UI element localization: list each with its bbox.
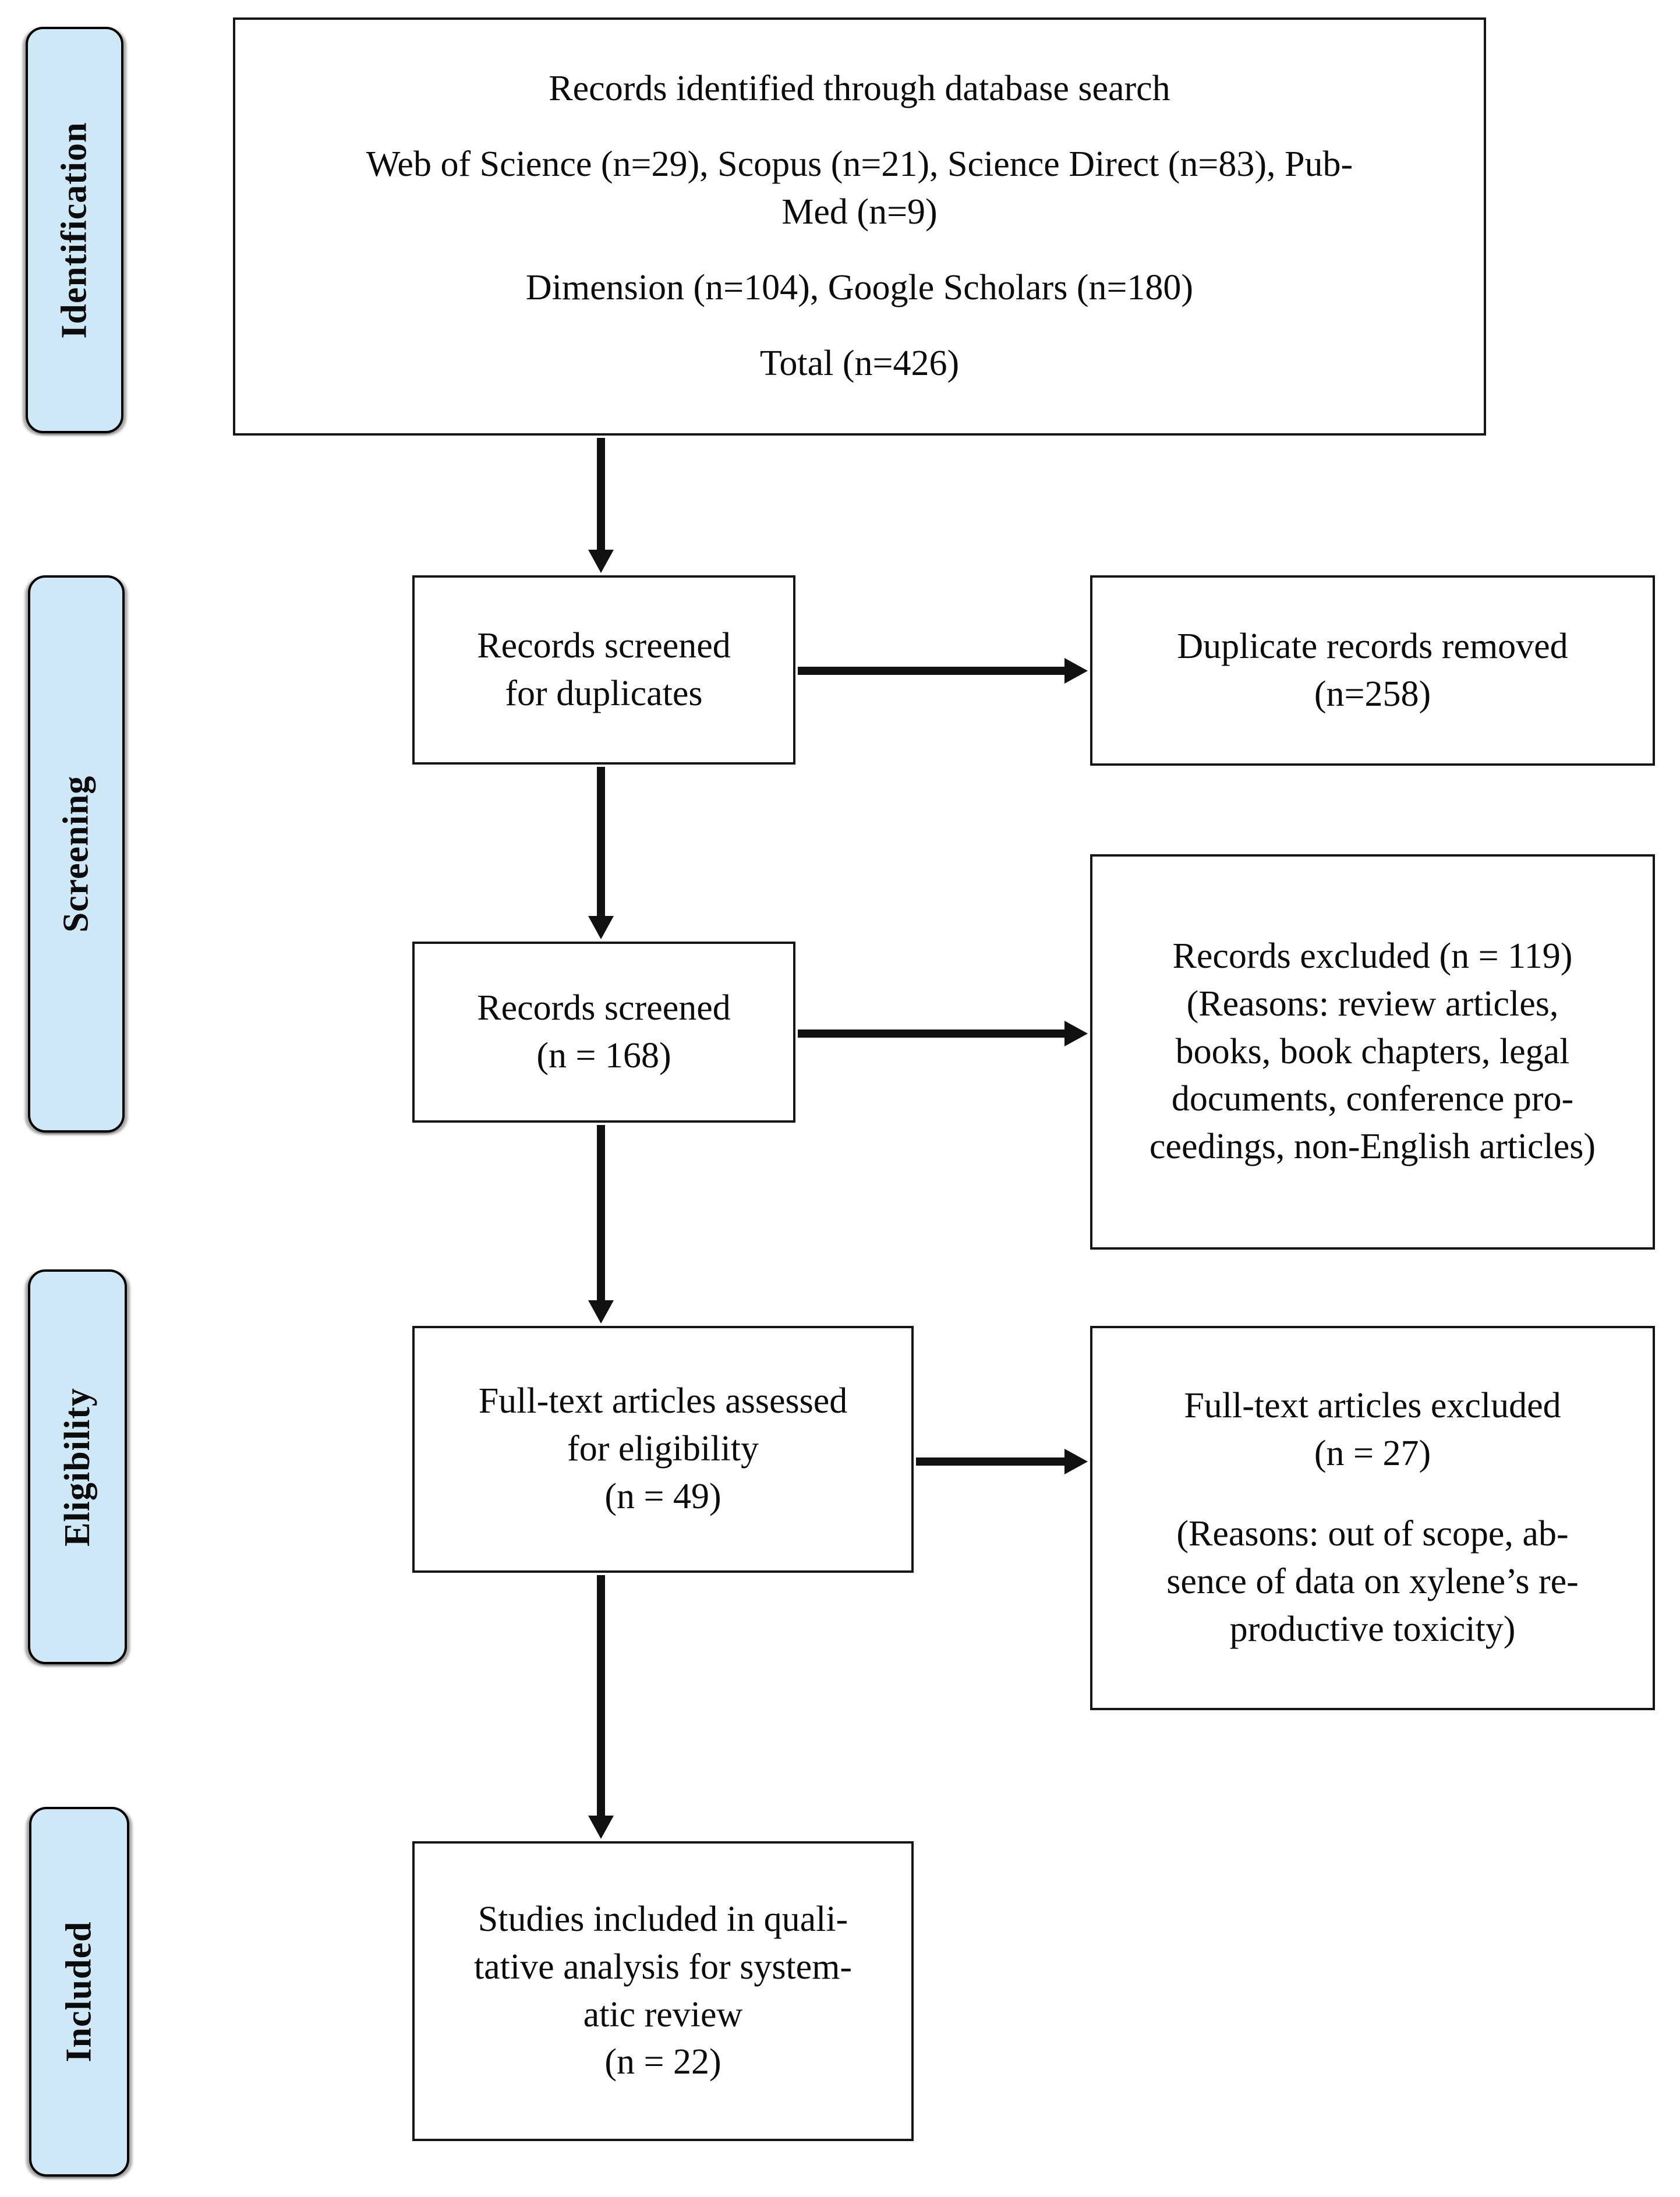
- flow-box-fulltext-excluded: Full-text articles excluded (n = 27) (Re…: [1090, 1326, 1655, 1710]
- arrowhead-down-icon: [588, 1300, 614, 1324]
- arrowhead-down-icon: [588, 1816, 614, 1839]
- fulltext-assessed-text: Full-text articles assessed for eligibil…: [478, 1381, 848, 1516]
- flow-box-records-identified: Records identified through database sear…: [233, 17, 1486, 436]
- stage-label-identification: Identification: [54, 121, 94, 339]
- fulltext-excluded-count: Full-text articles excluded (n = 27): [1184, 1386, 1561, 1474]
- flow-box-records-excluded: Records excluded (n = 119) (Reasons: rev…: [1090, 854, 1655, 1250]
- records-screened-text: Records screened (n = 168): [477, 988, 731, 1075]
- arrowhead-down-icon: [588, 916, 614, 939]
- records-excluded-text: Records excluded (n = 119) (Reasons: rev…: [1149, 936, 1596, 1167]
- right-arrow-to-duplicate-records-removed: [798, 658, 1088, 684]
- arrow-shaft: [916, 1457, 1066, 1466]
- arrowhead-right-icon: [1064, 1021, 1088, 1046]
- stage-box-included: Included: [29, 1807, 129, 2177]
- down-arrow-identified-to-screened-duplicates: [588, 438, 614, 573]
- stage-box-eligibility: Eligibility: [28, 1269, 127, 1664]
- arrow-shaft: [597, 1125, 605, 1301]
- flow-box-records-screened-for-duplicates: Records screened for duplicates: [412, 575, 795, 765]
- arrow-shaft: [798, 1029, 1066, 1038]
- records-identified-total: Total (n=426): [759, 343, 960, 383]
- down-arrow-records-screened-to-fulltext: [588, 1125, 614, 1324]
- arrow-shaft: [597, 1575, 605, 1817]
- stage-label-included: Included: [59, 1921, 99, 2062]
- records-identified-databases2: Dimension (n=104), Google Scholars (n=18…: [525, 267, 1194, 307]
- stage-label-eligibility: Eligibility: [57, 1387, 97, 1547]
- arrow-shaft: [798, 667, 1066, 675]
- arrow-shaft: [597, 767, 605, 917]
- records-identified-title: Records identified through database sear…: [549, 69, 1170, 109]
- fulltext-excluded-reasons: (Reasons: out of scope, ab- sence of dat…: [1166, 1514, 1579, 1649]
- stage-box-screening: Screening: [28, 575, 125, 1133]
- studies-included-text: Studies included in quali- tative analys…: [473, 1899, 853, 2082]
- arrow-shaft: [597, 438, 605, 551]
- stage-box-identification: Identification: [26, 27, 123, 433]
- stage-label-screening: Screening: [56, 775, 96, 933]
- arrowhead-right-icon: [1064, 1449, 1088, 1474]
- flow-box-duplicate-records-removed: Duplicate records removed (n=258): [1090, 575, 1655, 766]
- right-arrow-to-records-excluded: [798, 1021, 1088, 1046]
- flow-box-records-screened: Records screened (n = 168): [412, 942, 795, 1123]
- records-screened-for-duplicates-text: Records screened for duplicates: [477, 625, 731, 713]
- records-identified-databases: Web of Science (n=29), Scopus (n=21), Sc…: [366, 144, 1353, 232]
- down-arrow-fulltext-to-studies-included: [588, 1575, 614, 1839]
- right-arrow-to-fulltext-excluded: [916, 1449, 1088, 1474]
- flow-box-fulltext-assessed: Full-text articles assessed for eligibil…: [412, 1326, 914, 1573]
- down-arrow-screened-duplicates-to-records-screened: [588, 767, 614, 939]
- arrowhead-down-icon: [588, 550, 614, 573]
- arrowhead-right-icon: [1064, 658, 1088, 684]
- flow-box-studies-included: Studies included in quali- tative analys…: [412, 1841, 914, 2141]
- duplicate-records-removed-text: Duplicate records removed (n=258): [1177, 626, 1568, 714]
